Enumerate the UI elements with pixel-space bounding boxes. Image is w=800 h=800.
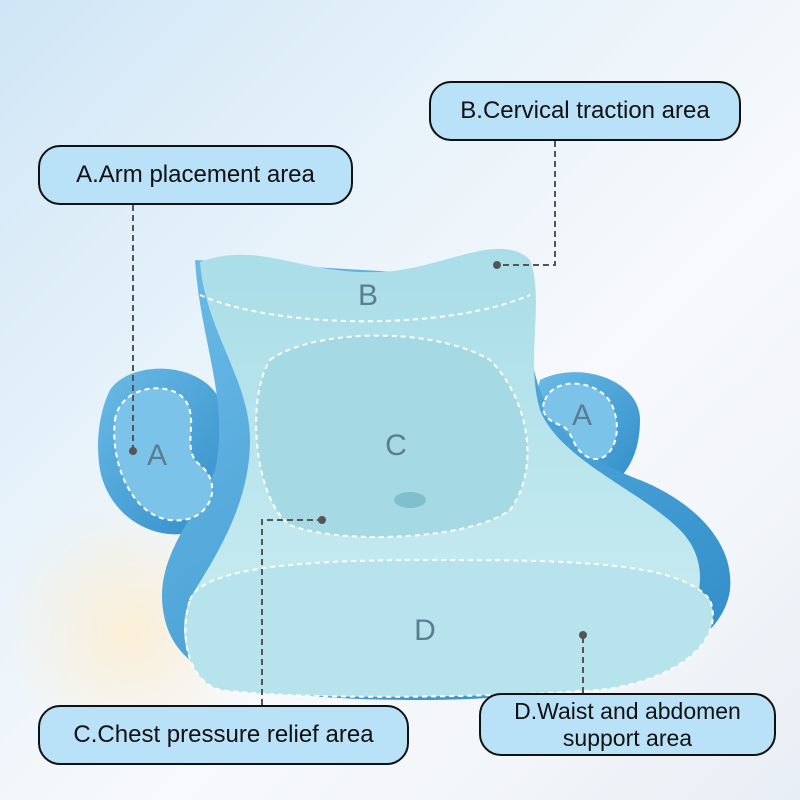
zone-b-outline <box>199 294 531 323</box>
label-a-text: A.Arm placement area <box>76 161 315 189</box>
leader-line-b <box>497 141 556 266</box>
leader-dots <box>129 261 587 639</box>
zone-letter-a-left: A <box>147 439 167 472</box>
label-arm-placement-area: A.Arm placement area <box>38 145 353 205</box>
label-c-text: C.Chest pressure relief area <box>73 721 374 749</box>
zone-letter-c: C <box>385 429 407 462</box>
label-d-line1: D.Waist and abdomen <box>514 698 741 725</box>
label-b-text: B.Cervical traction area <box>460 97 710 125</box>
label-d-line2: support area <box>562 724 693 751</box>
leader-line-c <box>261 519 322 705</box>
zone-letter-d: D <box>414 614 436 647</box>
center-hole <box>394 492 426 508</box>
zone-d-outline <box>184 558 714 698</box>
zone-letter-a-right: A <box>572 399 592 432</box>
zone-c-outline <box>255 334 529 538</box>
zone-a-right-outline <box>542 382 618 461</box>
label-chest-pressure-relief-area: C.Chest pressure relief area <box>38 705 409 765</box>
label-cervical-traction-area: B.Cervical traction area <box>429 81 741 141</box>
leader-lines <box>132 141 584 705</box>
zone-a-left-outline <box>113 387 214 522</box>
zone-letter-b: B <box>358 279 378 312</box>
